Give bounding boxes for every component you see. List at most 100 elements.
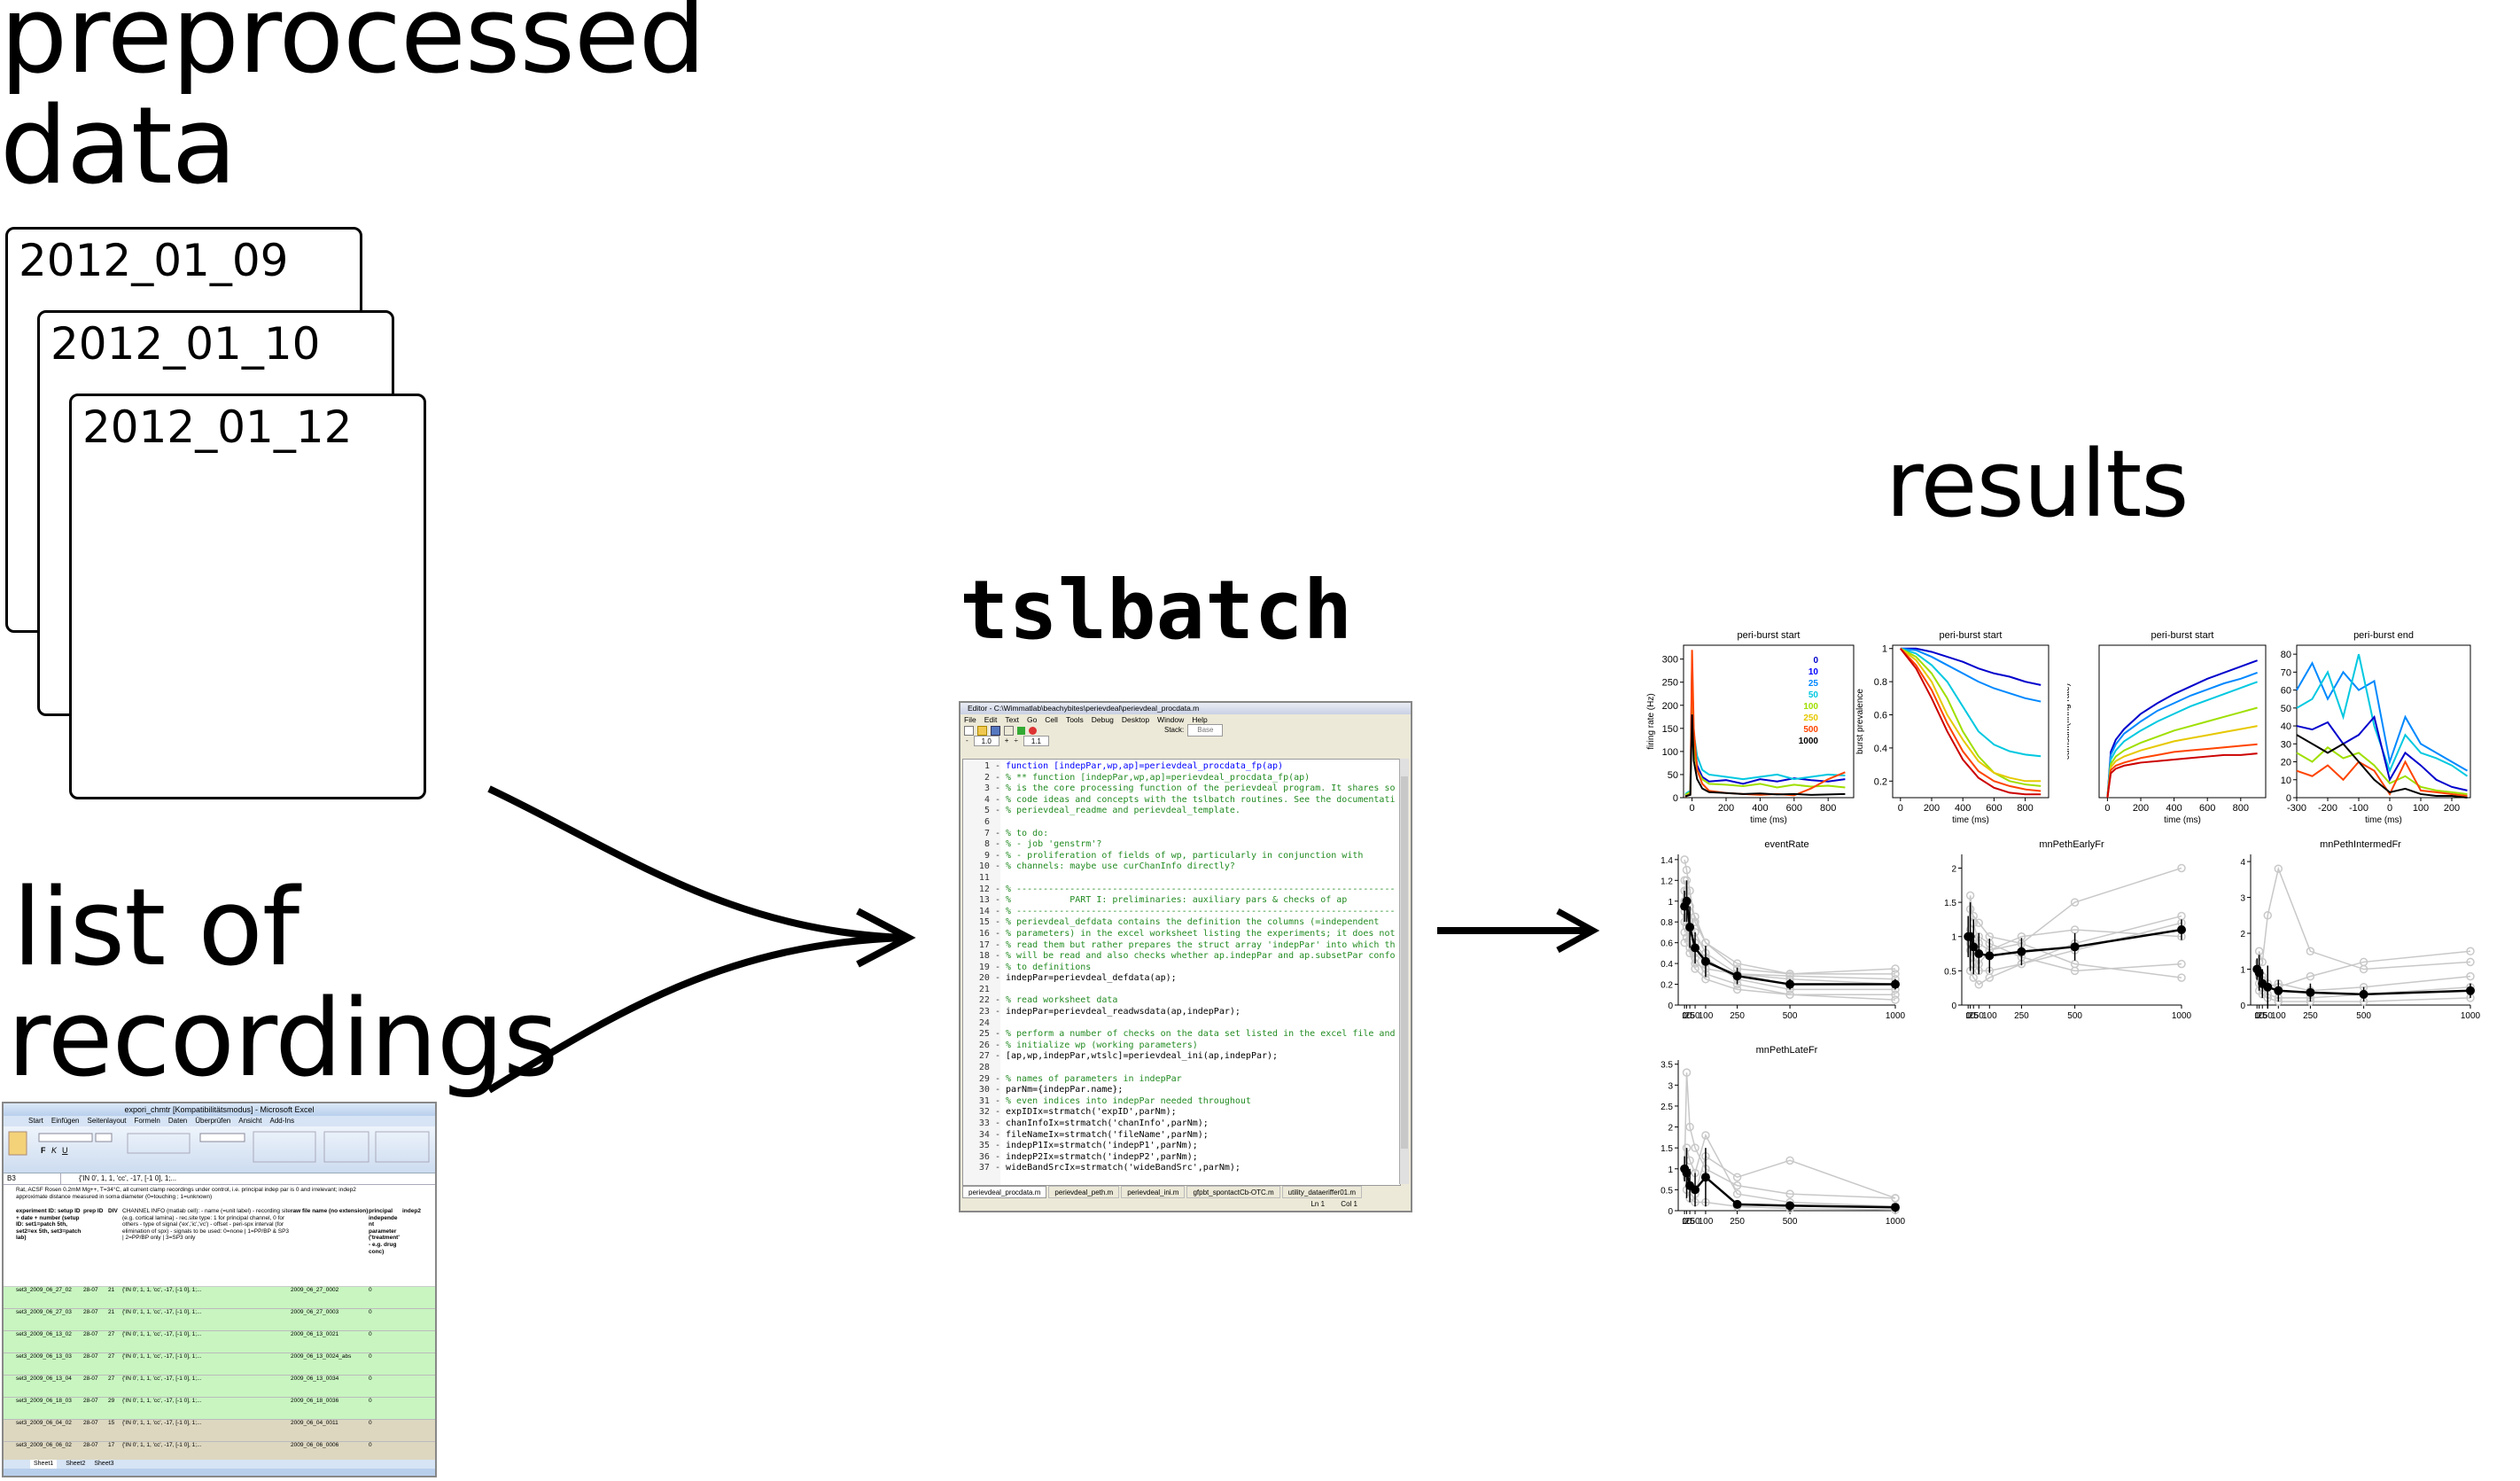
cell-prep-id[interactable]: 28-07 (83, 1331, 98, 1337)
editor-vscrollbar[interactable] (1399, 759, 1409, 1184)
cell-principal[interactable]: 0 (369, 1309, 372, 1315)
menu-go[interactable]: Go (1026, 715, 1038, 724)
cell-div[interactable]: 21 (108, 1287, 115, 1293)
paste-icon[interactable] (8, 1131, 27, 1156)
cell-principal[interactable]: 0 (369, 1398, 372, 1404)
cell-file-name[interactable]: 2009_06_13_0021 (291, 1331, 339, 1337)
run-icon[interactable] (1017, 726, 1025, 735)
cell-file-name[interactable]: 2009_06_13_0034 (291, 1376, 339, 1382)
cell-principal[interactable]: 0 (369, 1353, 372, 1360)
zoom-box-2[interactable]: 1.1 (1023, 736, 1049, 746)
spreadsheet-window[interactable]: expori_chmtr [Kompatibilitätsmodus] - Mi… (2, 1102, 437, 1477)
sheet-tab-2[interactable]: Sheet2 (66, 1461, 86, 1467)
cell-chan-info[interactable]: {'IN 0', 1, 1, 'cc', -17, [-1 0], 1;... (122, 1309, 202, 1315)
menu-desktop[interactable]: Desktop (1121, 715, 1150, 724)
cell-prep-id[interactable]: 28-07 (83, 1309, 98, 1315)
cell-prep-id[interactable]: 28-07 (83, 1420, 98, 1426)
cell-chan-info[interactable]: {'IN 0', 1, 1, 'cc', -17, [-1 0], 1;... (122, 1287, 202, 1293)
save-icon[interactable] (991, 725, 1000, 736)
cell-file-name[interactable]: 2009_06_06_0006 (291, 1442, 339, 1448)
code-line[interactable]: indepPar=perievdeal_defdata(ap); (1006, 973, 1177, 984)
cell-chan-info[interactable]: {'IN 0', 1, 1, 'cc', -17, [-1 0], 1;... (122, 1376, 202, 1382)
cell-exp-id[interactable]: set3_2009_06_13_04 (16, 1376, 72, 1382)
menu-text[interactable]: Text (1005, 715, 1019, 724)
ribbon-tab-layout[interactable]: Seitenlayout (87, 1117, 127, 1125)
ribbon-tab-view[interactable]: Ansicht (238, 1117, 262, 1125)
code-line[interactable]: % PART I: preliminaries: auxiliary pars … (1006, 895, 1348, 906)
code-line[interactable]: % names of parameters in indepPar (1006, 1073, 1182, 1084)
editor-tab-2[interactable]: perievdeal_peth.m (1048, 1186, 1120, 1198)
code-line[interactable] (1006, 985, 1396, 996)
cell-exp-id[interactable]: set3_2009_06_27_02 (16, 1287, 72, 1293)
code-line[interactable]: % --------------------------------------… (1006, 906, 1396, 916)
cell-chan-info[interactable]: {'IN 0', 1, 1, 'cc', -17, [-1 0], 1;... (122, 1420, 202, 1426)
cell-prep-id[interactable]: 28-07 (83, 1353, 98, 1360)
menu-window[interactable]: Window (1157, 715, 1185, 724)
cell-exp-id[interactable]: set3_2009_06_06_02 (16, 1442, 72, 1448)
code-lines[interactable]: function [indepPar,wp,ap]=perievdeal_pro… (1006, 761, 1396, 1174)
code-line[interactable]: % - proliferation of fields of wp, parti… (1006, 850, 1364, 861)
code-line[interactable]: % will be read and also checks whether a… (1006, 951, 1396, 962)
breakpoint-icon[interactable] (1029, 726, 1037, 735)
cell-principal[interactable]: 0 (369, 1442, 372, 1448)
cell-chan-info[interactable]: {'IN 0', 1, 1, 'cc', -17, [-1 0], 1;... (122, 1331, 202, 1337)
code-line[interactable]: expIDIx=strmatch('expID',parNm); (1006, 1107, 1177, 1118)
cell-minus-icon[interactable]: - (966, 737, 968, 744)
code-line[interactable]: % initialize wp (working parameters) (1006, 1040, 1198, 1050)
code-line[interactable]: % read worksheet data (1006, 995, 1118, 1006)
code-line[interactable]: % ** function [indepPar,wp,ap]=perievdea… (1006, 772, 1311, 783)
cell-file-name[interactable]: 2009_06_18_0036 (291, 1398, 339, 1404)
ribbon-tab-review[interactable]: Überprüfen (195, 1117, 231, 1125)
code-line[interactable]: % to definitions (1006, 962, 1092, 972)
cell-file-name[interactable]: 2009_06_27_0003 (291, 1309, 339, 1315)
cell-exp-id[interactable]: set3_2009_06_04_02 (16, 1420, 72, 1426)
cell-div[interactable]: 17 (108, 1442, 115, 1448)
cell-div[interactable]: 29 (108, 1398, 115, 1404)
menu-edit[interactable]: Edit (984, 715, 998, 724)
code-line[interactable] (1006, 1018, 1396, 1030)
code-line[interactable] (1006, 873, 1396, 885)
code-line[interactable]: % - job 'genstrm'? (1006, 839, 1102, 850)
cell-file-name[interactable]: 2009_06_27_0002 (291, 1287, 339, 1293)
menu-cell[interactable]: Cell (1045, 715, 1058, 724)
menu-tools[interactable]: Tools (1065, 715, 1084, 724)
table-row[interactable]: set3_2009_06_18_03 28-07 29 {'IN 0', 1, 1, … (4, 1398, 435, 1420)
editing-group[interactable] (375, 1131, 430, 1163)
cell-prep-id[interactable]: 28-07 (83, 1376, 98, 1382)
cell-chan-info[interactable]: {'IN 0', 1, 1, 'cc', -17, [-1 0], 1;... (122, 1353, 202, 1360)
code-line[interactable] (1006, 1063, 1396, 1074)
cell-prep-id[interactable]: 28-07 (83, 1287, 98, 1293)
cells-group[interactable] (323, 1131, 369, 1163)
editor-window[interactable]: Editor - C:\Wimmatlab\beachybites\periev… (959, 701, 1412, 1212)
folder-card-3[interactable]: 2012_01_12 (69, 394, 426, 799)
cell-exp-id[interactable]: set3_2009_06_18_03 (16, 1398, 72, 1404)
ribbon-tab-data[interactable]: Daten (167, 1117, 188, 1125)
sheet-tab-3[interactable]: Sheet3 (94, 1461, 114, 1467)
cell-div[interactable]: 21 (108, 1309, 115, 1315)
cell-chan-info[interactable]: {'IN 0', 1, 1, 'cc', -17, [-1 0], 1;... (122, 1398, 202, 1404)
cell-principal[interactable]: 0 (369, 1420, 372, 1426)
font-name-box[interactable] (38, 1133, 93, 1142)
editor-vscroll-thumb[interactable] (1401, 776, 1408, 1149)
cell-div[interactable]: 27 (108, 1353, 115, 1360)
italic-icon[interactable]: K (51, 1146, 58, 1155)
cell-prep-id[interactable]: 28-07 (83, 1398, 98, 1404)
cell-principal[interactable]: 0 (369, 1287, 372, 1293)
code-line[interactable] (1006, 817, 1396, 829)
cell-plus-icon[interactable]: + (1004, 737, 1009, 744)
zoom-box-1[interactable]: 1.0 (973, 736, 999, 746)
menu-file[interactable]: File (964, 715, 976, 724)
cell-file-name[interactable]: 2009_06_13_0024_abs (291, 1353, 352, 1360)
code-line[interactable]: % read them but rather prepares the stru… (1006, 939, 1396, 950)
code-line[interactable]: % perform a number of checks on the data… (1006, 1029, 1396, 1040)
editor-tab-3[interactable]: perievdeal_ini.m (1121, 1186, 1186, 1198)
new-file-icon[interactable] (964, 725, 974, 736)
code-line[interactable]: indepPar=perievdeal_readwsdata(ap,indepP… (1006, 1007, 1241, 1017)
cell-div[interactable]: 27 (108, 1331, 115, 1337)
code-line[interactable]: % is the core processing function of the… (1006, 783, 1396, 794)
cell-div[interactable]: 27 (108, 1376, 115, 1382)
open-file-icon[interactable] (977, 725, 987, 736)
